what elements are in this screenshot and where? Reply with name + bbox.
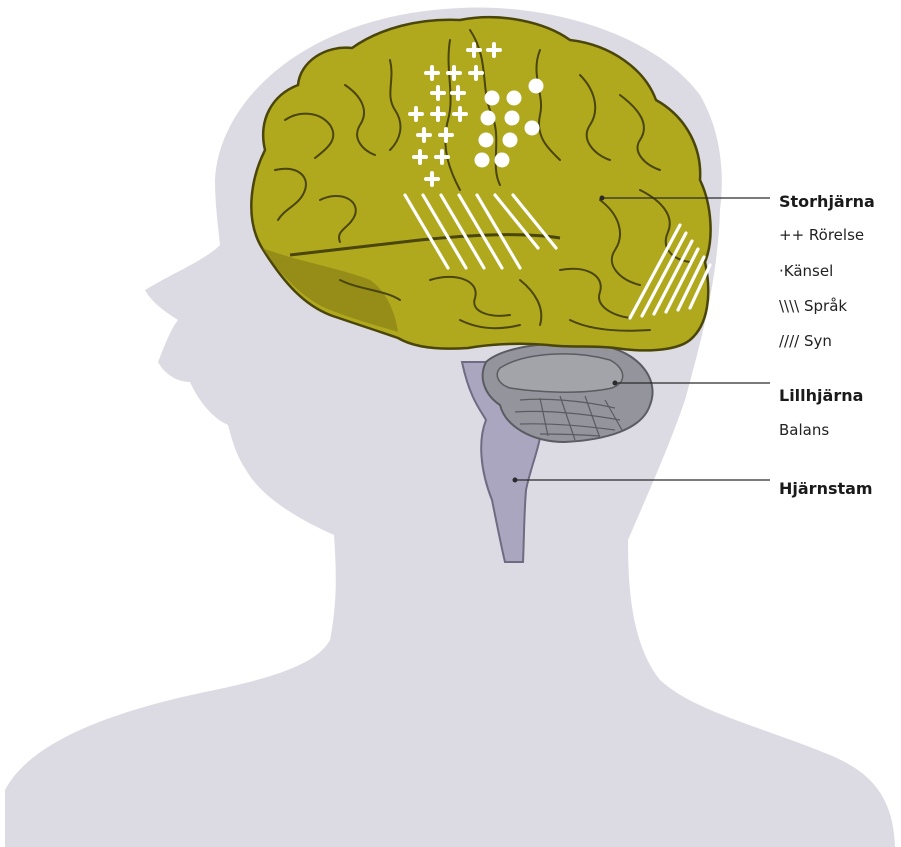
dot-icon bbox=[507, 91, 522, 106]
dot-icon bbox=[525, 121, 540, 136]
cerebrum-item-sensation: ·Känsel bbox=[779, 262, 833, 280]
dot-icon bbox=[481, 111, 496, 126]
dot-icon bbox=[529, 79, 544, 94]
cerebrum-item-movement: ++ Rörelse bbox=[779, 226, 864, 244]
brainstem-leader-dot bbox=[513, 478, 518, 483]
dot-icon bbox=[475, 153, 490, 168]
dot-icon bbox=[479, 133, 494, 148]
cerebellum-item-balance: Balans bbox=[779, 421, 829, 439]
cerebrum-leader-dot bbox=[600, 196, 605, 201]
dot-icon bbox=[495, 153, 510, 168]
cerebellum-title: Lillhjärna bbox=[779, 386, 863, 405]
dot-icon bbox=[485, 91, 500, 106]
cerebrum-item-language: \\\\ Språk bbox=[779, 297, 847, 315]
dot-icon bbox=[505, 111, 520, 126]
cerebrum-title: Storhjärna bbox=[779, 192, 875, 211]
brainstem-title: Hjärnstam bbox=[779, 479, 873, 498]
dot-icon bbox=[503, 133, 518, 148]
cerebellum-leader-dot bbox=[613, 381, 618, 386]
cerebrum-item-vision: //// Syn bbox=[779, 332, 832, 350]
